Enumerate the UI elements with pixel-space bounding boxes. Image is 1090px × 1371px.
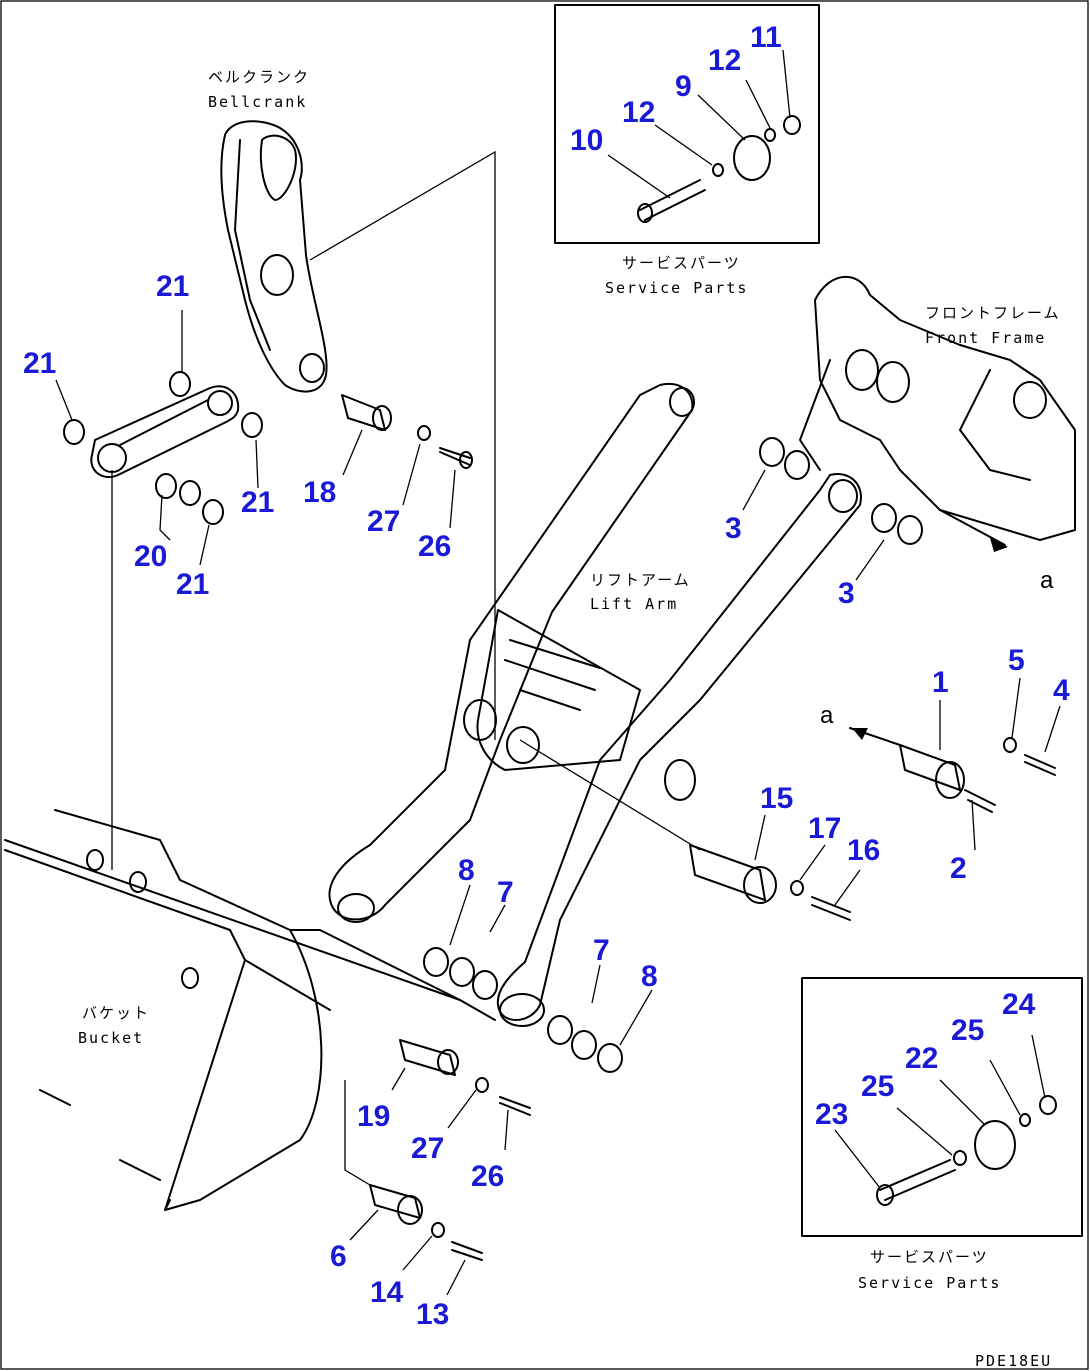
callout-20: 20: [134, 540, 167, 573]
label-front-frame-jp: フロントフレーム: [925, 304, 1061, 322]
bellcrank: [220, 120, 328, 393]
callout-16: 16: [847, 834, 880, 867]
callout-21: 21: [23, 347, 56, 380]
callout-27: 27: [367, 505, 400, 538]
washers-21: [63, 371, 263, 525]
callout-15: 15: [760, 782, 793, 815]
callout-27: 27: [411, 1132, 444, 1165]
callout-21: 21: [176, 568, 209, 601]
callout-3: 3: [725, 512, 742, 545]
pin-6-assembly: [344, 1080, 483, 1261]
callout-8: 8: [641, 960, 658, 993]
callout-4: 4: [1053, 674, 1070, 707]
label-service-parts-bottom-jp: サービスパーツ: [870, 1248, 989, 1266]
label-service-parts-top-en: Service Parts: [605, 279, 748, 297]
callout-13: 13: [416, 1298, 449, 1331]
label-lift-arm-en: Lift Arm: [590, 595, 678, 613]
label-bellcrank-jp: ベルクランク: [208, 68, 310, 86]
callout-6: 6: [330, 1240, 347, 1273]
drawing-code: PDE18EU: [975, 1352, 1052, 1370]
callout-19: 19: [357, 1100, 390, 1133]
callout-14: 14: [370, 1276, 404, 1309]
washers-7-8: [423, 947, 623, 1073]
callout-24: 24: [1002, 988, 1036, 1021]
label-service-parts-top-jp: サービスパーツ: [622, 254, 741, 272]
label-bucket-jp: バケット: [82, 1004, 150, 1022]
front-frame: [799, 275, 1076, 541]
callout-8: 8: [458, 854, 475, 887]
washers-3: [759, 437, 923, 545]
callout-7: 7: [497, 876, 514, 909]
callout-3: 3: [838, 577, 855, 610]
callout-2: 2: [950, 852, 967, 885]
leader-lines: [55, 49, 1061, 1296]
callout-25: 25: [951, 1014, 984, 1047]
arrow-a-left-label: a: [820, 702, 834, 729]
callout-11: 11: [750, 21, 782, 54]
callout-12: 12: [708, 44, 741, 77]
service-parts-box-bottom: [801, 977, 1083, 1237]
callout-22: 22: [905, 1042, 938, 1075]
callout-21: 21: [241, 486, 274, 519]
callout-25: 25: [861, 1070, 894, 1103]
pin-15-assembly: [519, 739, 851, 921]
link-rod: [90, 385, 240, 478]
callout-26: 26: [418, 530, 451, 563]
label-bucket-en: Bucket: [78, 1029, 144, 1047]
callout-1: 1: [932, 666, 949, 699]
service-parts-box-top: [554, 4, 820, 244]
callout-5: 5: [1008, 644, 1025, 677]
callout-17: 17: [808, 812, 841, 845]
callout-23: 23: [815, 1098, 848, 1131]
pin-1-assembly: [899, 737, 1056, 813]
label-lift-arm-jp: リフトアーム: [590, 571, 691, 589]
pin-18-assembly: [341, 394, 473, 469]
arrow-a-right-label: a: [1040, 567, 1054, 594]
callout-10: 10: [570, 124, 603, 157]
callout-21: 21: [156, 270, 189, 303]
callout-9: 9: [675, 70, 692, 103]
label-front-frame-en: Front Frame: [925, 329, 1046, 347]
callout-18: 18: [303, 476, 336, 509]
callout-12: 12: [622, 96, 655, 129]
pin-19-assembly: [399, 1039, 531, 1116]
service-parts-top-contents: [637, 115, 801, 223]
label-service-parts-bottom-en: Service Parts: [858, 1274, 1001, 1292]
callout-26: 26: [471, 1160, 504, 1193]
callout-7: 7: [593, 934, 610, 967]
bucket: [4, 809, 496, 1211]
label-bellcrank-en: Bellcrank: [208, 93, 307, 111]
service-parts-bottom-contents: [876, 1095, 1057, 1206]
lift-arm: [328, 382, 862, 1027]
